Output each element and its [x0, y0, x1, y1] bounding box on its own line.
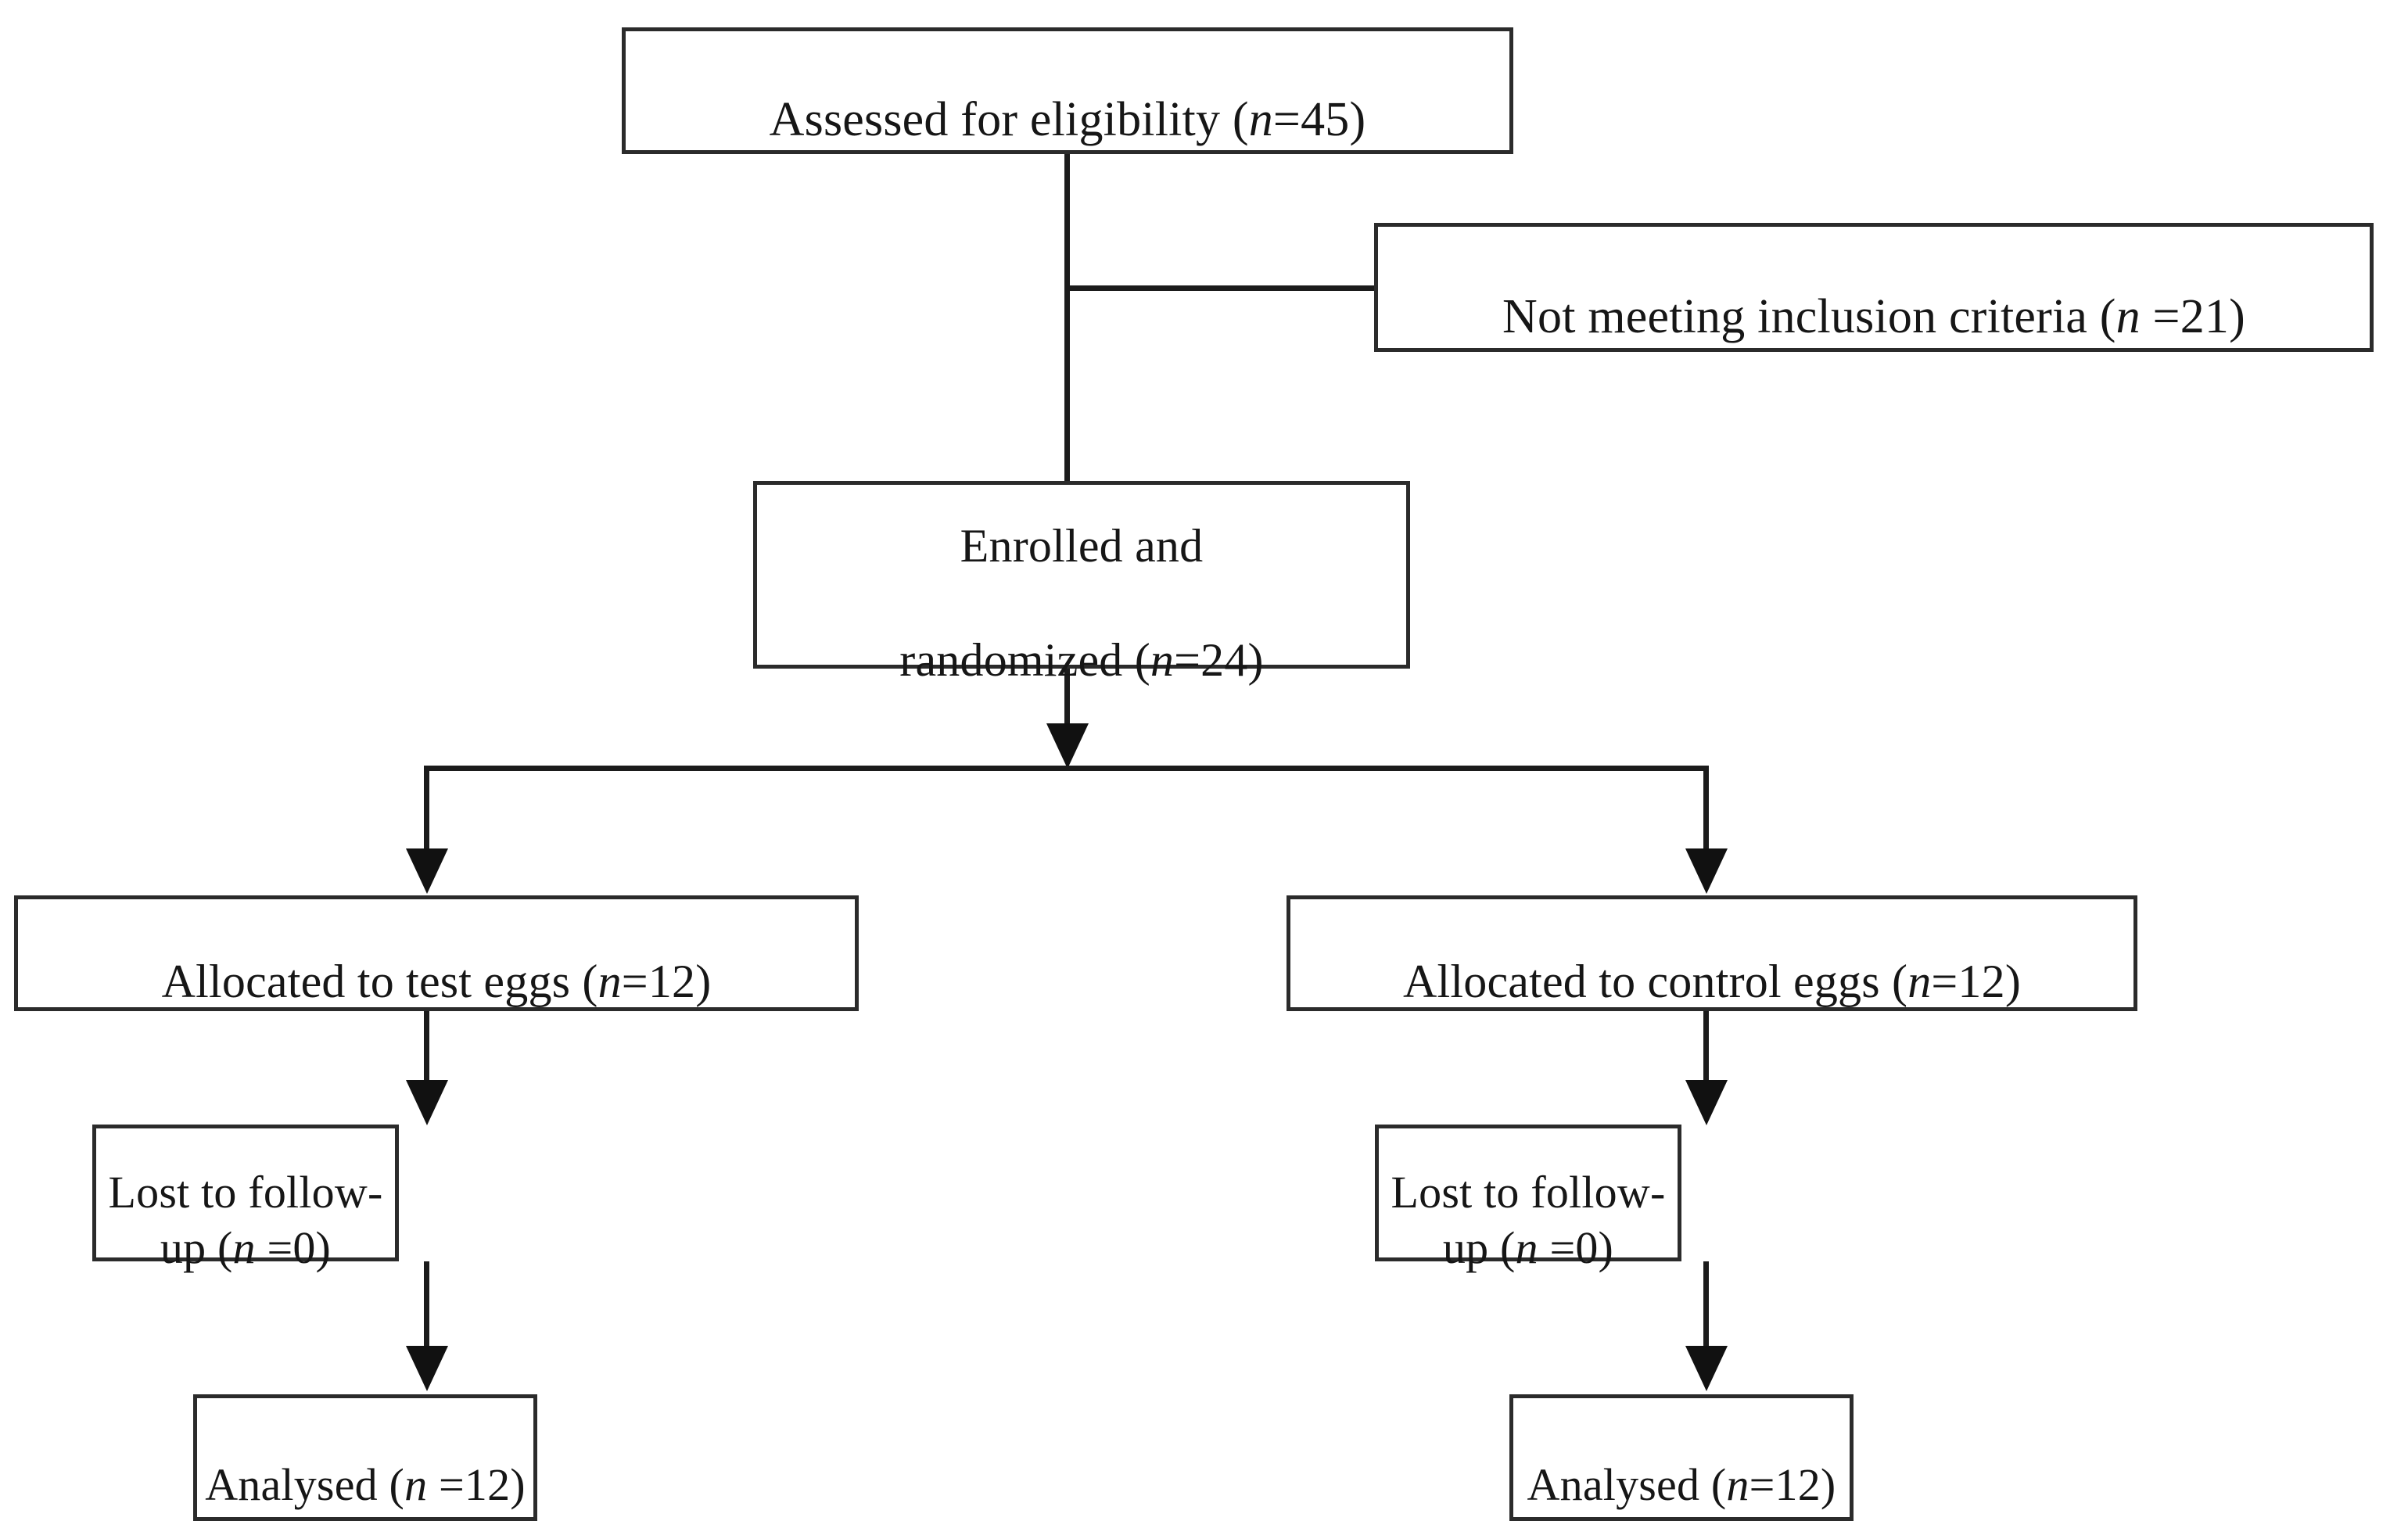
node-allocated-to-control-eggs[interactable]: Allocated to control eggs (n=12) — [1287, 895, 2137, 1011]
arrow-down-icon — [1046, 723, 1089, 769]
connector-control-lost-to-analysed — [1703, 1261, 1709, 1347]
node-lost-control-label: Lost to follow-up (n =0) — [1391, 1167, 1666, 1273]
connector-assessed-to-enrolled — [1064, 154, 1070, 481]
node-excluded-label: Not meeting inclusion criteria (n =21) — [1502, 289, 2245, 343]
connector-enrolled-to-split — [1064, 669, 1070, 725]
node-alloc-control-label: Allocated to control eggs (n=12) — [1402, 956, 2022, 1007]
arrow-down-icon — [406, 1080, 448, 1125]
connector-assessed-to-excluded-line — [1064, 285, 1416, 291]
node-enrolled-label: Enrolled and randomized (n=24) — [899, 519, 1264, 687]
connector-allocation-split-bar — [426, 766, 1709, 771]
arrow-down-icon — [1685, 1080, 1728, 1125]
node-assessed-label: Assessed for eligibility (n=45) — [769, 93, 1366, 146]
node-analysed-control-label: Analysed (n=12) — [1527, 1459, 1836, 1510]
connector-control-alloc-to-lost — [1703, 1011, 1709, 1082]
node-lost-to-follow-up-test[interactable]: Lost to follow-up (n =0) — [92, 1125, 399, 1273]
node-allocated-to-test-eggs[interactable]: Allocated to test eggs (n=12) — [14, 895, 859, 1011]
node-alloc-test-label: Allocated to test eggs (n=12) — [161, 956, 712, 1007]
node-enrolled-and-randomized[interactable]: Enrolled and randomized (n=24) — [753, 481, 1410, 686]
arrow-down-icon — [406, 1346, 448, 1391]
node-analysed-control[interactable]: Analysed (n=12) — [1509, 1394, 1854, 1521]
arrow-down-icon — [406, 848, 448, 894]
node-not-meeting-inclusion-criteria[interactable]: Not meeting inclusion criteria (n =21) — [1374, 223, 2374, 352]
connector-split-to-test-arm — [424, 766, 429, 850]
arrow-down-icon — [1685, 848, 1728, 894]
node-assessed-for-eligibility[interactable]: Assessed for eligibility (n=45) — [622, 27, 1513, 154]
node-lost-test-label: Lost to follow-up (n =0) — [108, 1167, 383, 1273]
connector-test-lost-to-analysed — [424, 1261, 429, 1347]
node-lost-to-follow-up-control[interactable]: Lost to follow-up (n =0) — [1375, 1125, 1681, 1273]
connector-test-alloc-to-lost — [424, 1011, 429, 1082]
connector-split-to-control-arm — [1703, 766, 1709, 850]
arrow-down-icon — [1685, 1346, 1728, 1391]
node-analysed-test-label: Analysed (n =12) — [205, 1459, 526, 1510]
node-analysed-test[interactable]: Analysed (n =12) — [193, 1394, 537, 1521]
